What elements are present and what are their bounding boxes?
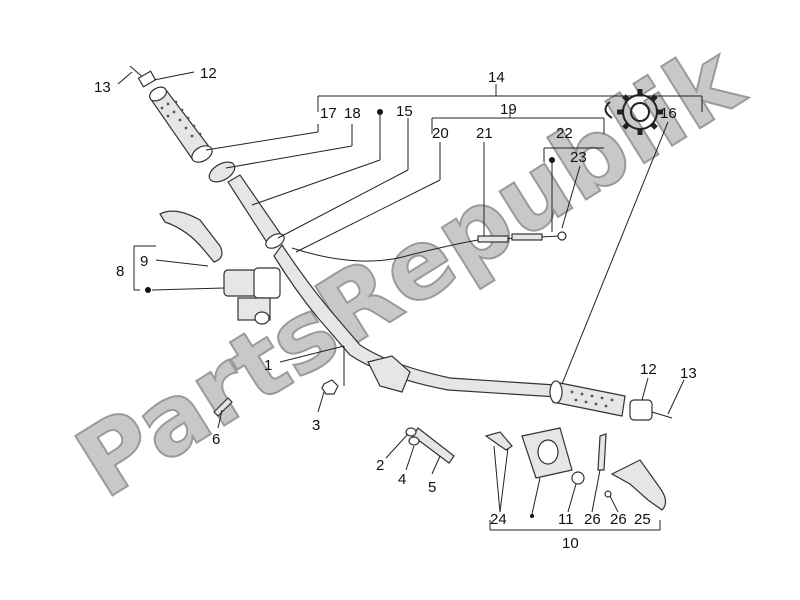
callout-9: 9 (140, 253, 148, 270)
callout-26-b: 26 (610, 511, 627, 528)
spring-11 (571, 471, 585, 485)
left-grip (149, 86, 213, 163)
switch-housing (521, 427, 573, 479)
cable-ends (477, 231, 567, 243)
rubber-ring (208, 161, 236, 183)
left-brake-lever (159, 210, 223, 263)
end-screw-top (129, 65, 157, 88)
callout-21: 21 (476, 125, 493, 142)
callout-13-top: 13 (94, 79, 111, 96)
right-grip (549, 380, 626, 417)
callout-19: 19 (500, 101, 517, 118)
callout-11: 11 (558, 511, 574, 528)
gear-icon (604, 89, 663, 135)
handlebar-tube (273, 243, 558, 398)
screw-6 (213, 397, 233, 417)
callout-18: 18 (344, 105, 361, 122)
callout-5: 5 (428, 479, 436, 496)
callout-labels: 13 12 14 17 18 15 19 16 20 21 22 23 9 8 … (94, 65, 697, 552)
throttle-cable (291, 235, 561, 262)
callout-22: 22 (556, 125, 573, 142)
callout-6: 6 (212, 431, 220, 448)
callout-20: 20 (432, 125, 449, 142)
callout-12-top: 12 (200, 65, 217, 82)
callout-1: 1 (264, 357, 272, 374)
callout-13-right: 13 (680, 365, 697, 382)
callout-26-a: 26 (584, 511, 601, 528)
center-clamp (367, 355, 411, 393)
bolt-5 (412, 427, 455, 464)
callout-14: 14 (488, 69, 505, 86)
callout-17: 17 (320, 105, 337, 122)
callout-24: 24 (490, 511, 507, 528)
master-cylinder (223, 267, 281, 325)
leader-lines (117, 71, 703, 531)
callout-10: 10 (562, 535, 579, 552)
throttle-tube (227, 174, 283, 245)
callout-3: 3 (312, 417, 320, 434)
callout-23: 23 (570, 149, 587, 166)
callout-12-right: 12 (640, 361, 657, 378)
screw-26 (597, 433, 607, 471)
callout-4: 4 (398, 471, 406, 488)
callout-8: 8 (116, 263, 124, 280)
screw-24 (484, 431, 513, 451)
callout-2: 2 (376, 457, 384, 474)
callout-15: 15 (396, 103, 413, 120)
nut-3 (321, 379, 339, 395)
handlebar-assembly (129, 65, 673, 511)
callout-25: 25 (634, 511, 651, 528)
right-brake-lever (610, 459, 667, 511)
end-cap-right (629, 399, 653, 421)
callout-16: 16 (660, 105, 677, 122)
